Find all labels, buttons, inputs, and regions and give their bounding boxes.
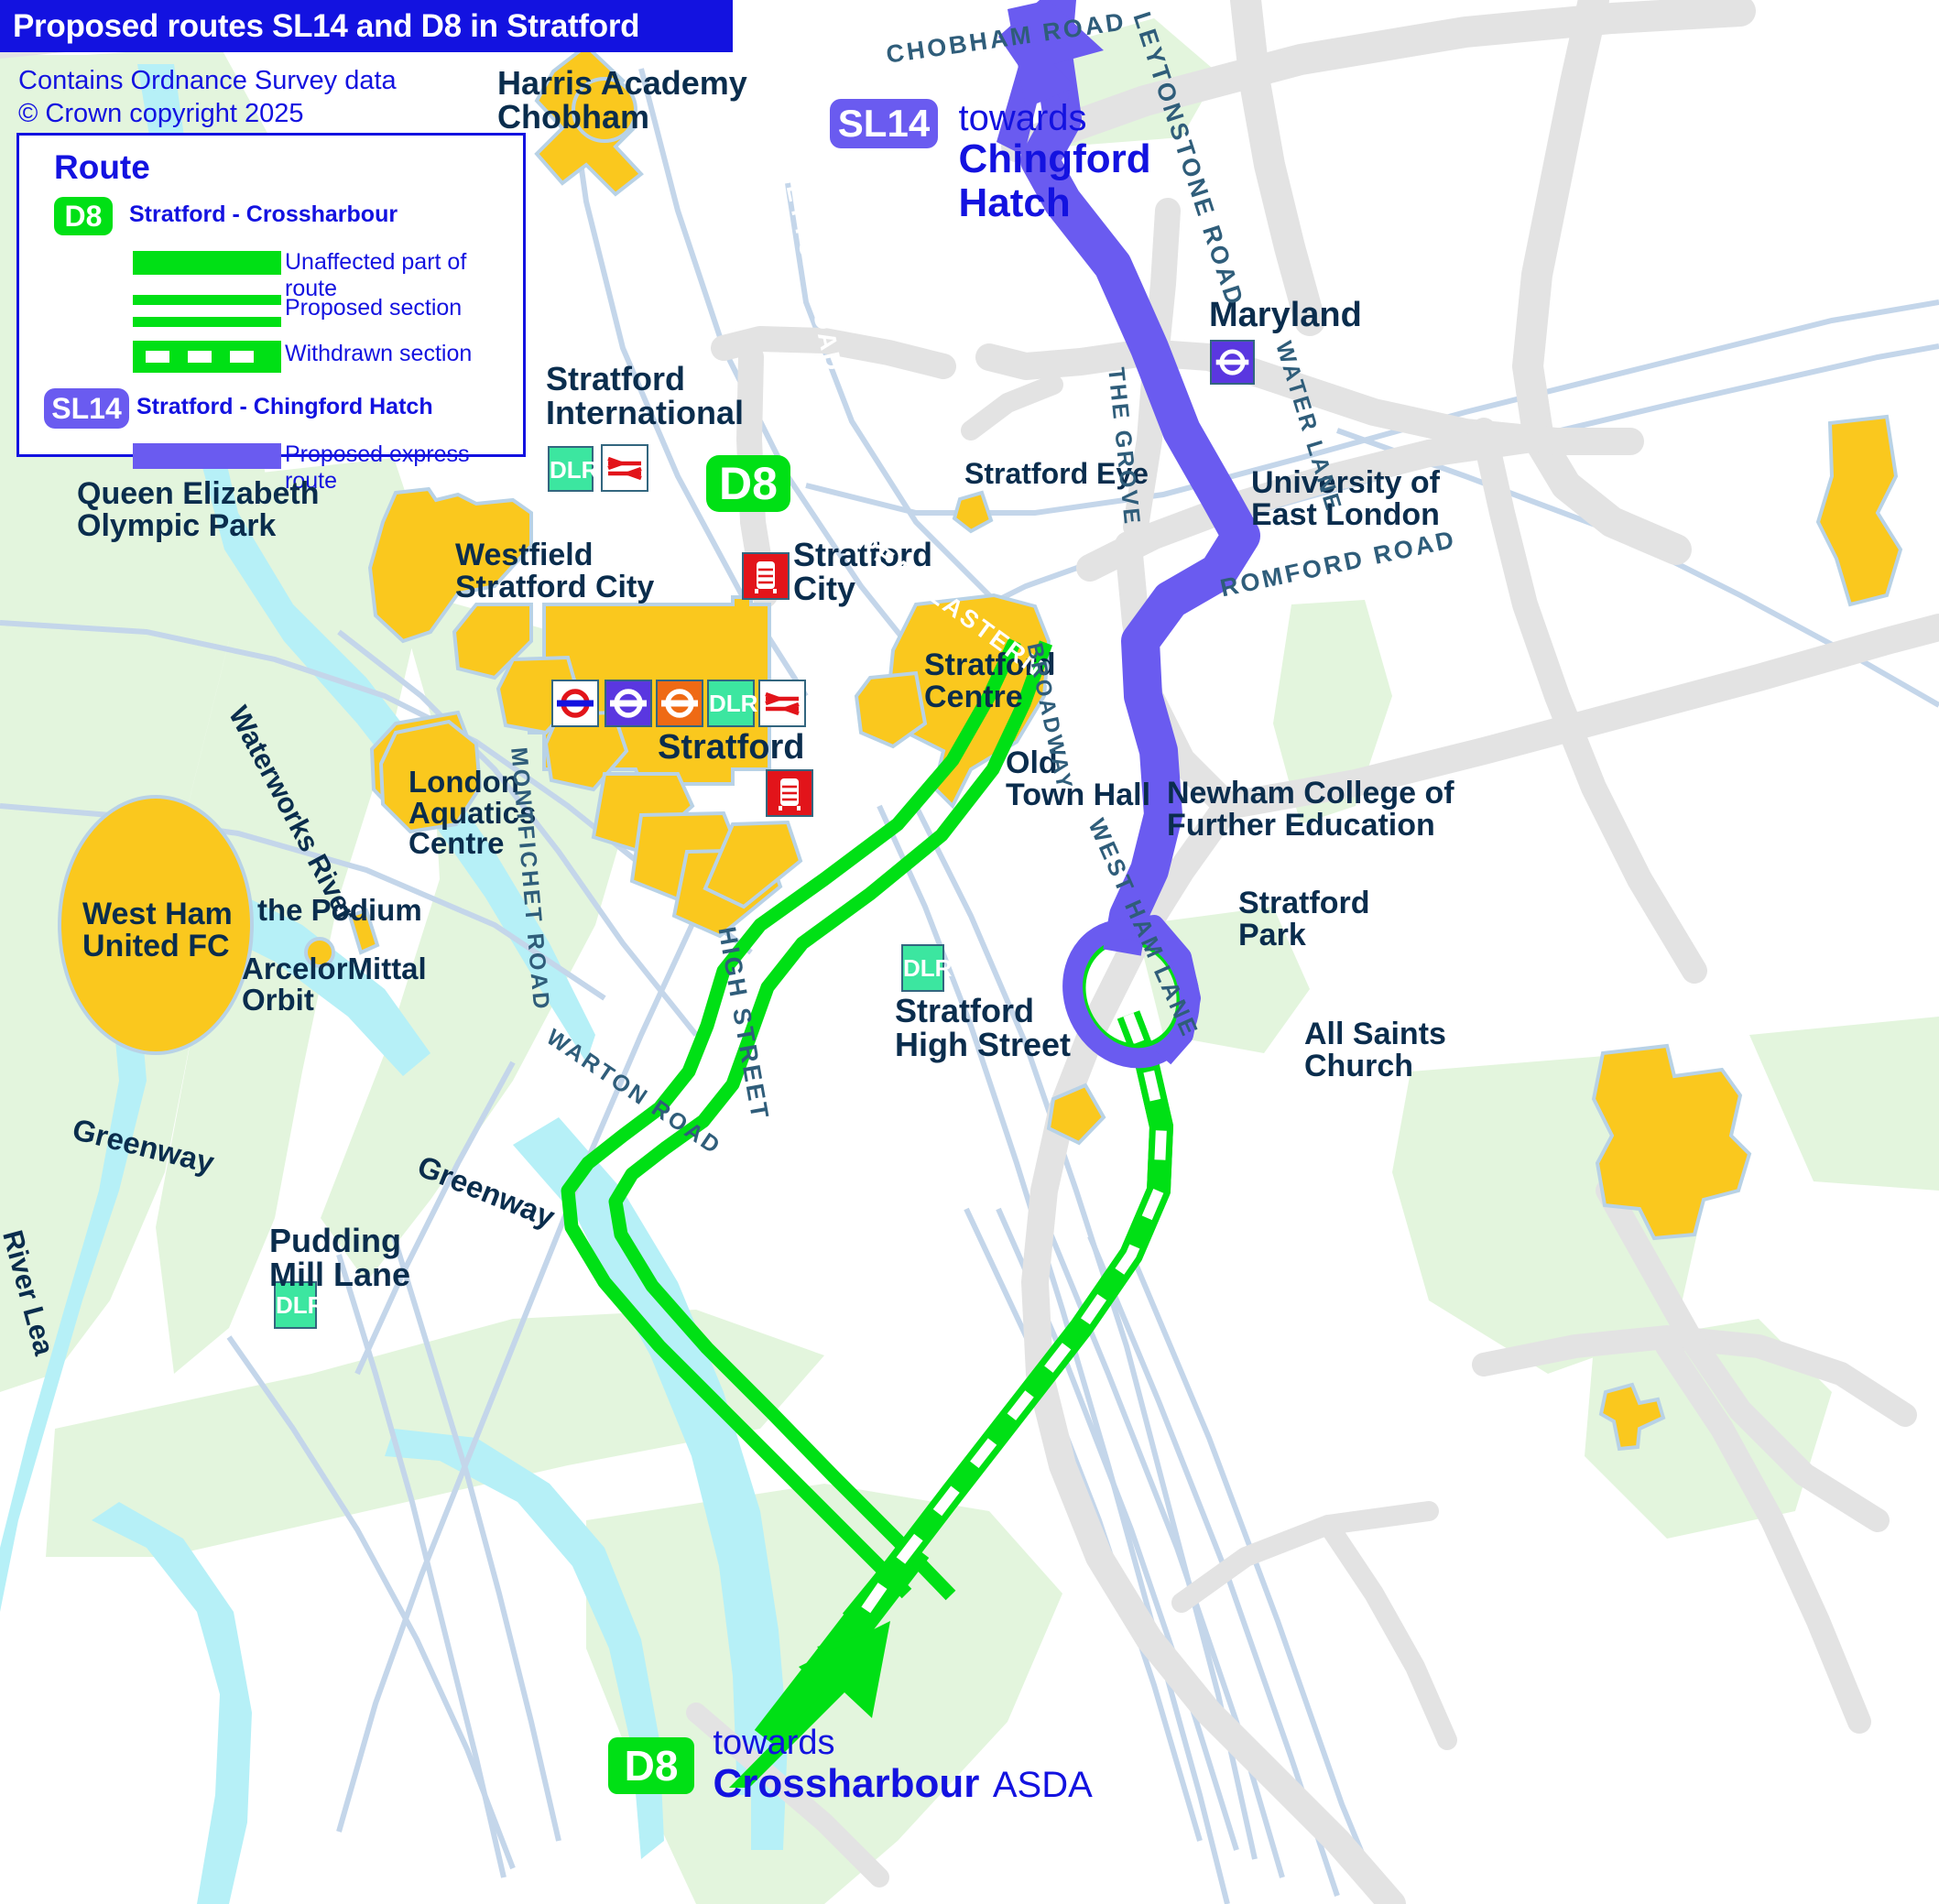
dlr-icon: DLR [548,446,598,492]
d8-towards-label: towards [713,1724,835,1762]
elizabeth-line-roundel-icon [605,680,652,727]
legend-swatch-proposed [133,295,281,327]
legend-key-withdrawn: Withdrawn section [285,341,473,366]
legend-swatch-unaffected [133,251,281,275]
route-sl14 [1020,52,1260,1069]
page-title: Proposed routes SL14 and D8 in Stratford [13,7,640,44]
d8-route-badge: D8 [608,1736,694,1794]
legend-key-express: Proposed express route [285,441,470,494]
place-label: Stratford City [793,536,932,607]
sl14-destination-label: Chingford Hatch [958,136,1151,225]
place-label: Newham College of Further Education [1167,776,1454,843]
national-rail-icon [758,680,806,727]
copyright-line-1: Contains Ordnance Survey data [18,66,397,95]
legend-route-name-sl14: Stratford - Chingford Hatch [136,394,433,419]
place-label: ArcelorMittal Orbit [242,952,427,1017]
tfl-roundel-icon [1210,340,1255,385]
dlr-icon: DLR [901,944,952,992]
dlr-icon: DLR [707,680,757,727]
copyright-line-2: © Crown copyright 2025 [18,99,304,129]
d8-destination-label: Crossharbour [713,1760,980,1806]
place-label: West Ham United FC [82,897,233,963]
legend-key-proposed: Proposed section [285,295,463,321]
legend-badge-d8: D8 [54,197,113,235]
place-label: Queen Elizabeth Olympic Park [77,476,320,543]
route-legend: Route D8 Stratford - Crossharbour Unaffe… [16,133,526,494]
legend-badge-sl14: SL14 [44,388,129,429]
place-label: Westfield Stratford City [455,538,655,604]
national-rail-icon [601,444,648,492]
place-label: Stratford Centre [924,647,1056,714]
overground-roundel-icon [656,680,703,727]
place-label: Stratford High Street [895,992,1072,1063]
place-label: Stratford International [546,360,745,431]
sl14-route-badge: SL14 [830,99,938,148]
place-label: Pudding Mill Lane [269,1222,411,1293]
underground-roundel-icon [551,680,599,727]
legend-swatch-withdrawn [133,341,281,373]
legend-key-unaffected: Unaffected part of route [285,249,467,301]
place-label: University of East London [1251,465,1440,532]
sl14-destination-callout: SL14 towards Chingford Hatch [830,99,1151,224]
d8-destination-suffix: ASDA [992,1764,1093,1805]
place-label: the Podium [257,893,422,927]
bus-station-icon [766,769,813,817]
d8-route-badge-map: D8 [706,455,790,512]
place-label: Stratford [658,728,805,767]
place-label: London Aquatics Centre [408,765,537,861]
map-title-bar: Proposed routes SL14 and D8 in Stratford [0,0,733,52]
place-label: Old Town Hall [1006,745,1151,812]
place-label: Harris Academy Chobham [497,64,747,136]
route-d8-proposed [561,637,1053,1601]
dlr-icon: DLR [274,1281,324,1329]
place-label: Stratford Eye [964,457,1149,490]
copyright-notice: Contains Ordnance Survey data © Crown co… [18,64,397,131]
legend-route-name-d8: Stratford - Crossharbour [129,201,398,227]
route-d8-withdrawn [842,1010,1174,1637]
sl14-towards-label: towards [958,98,1087,138]
legend-heading: Route [54,148,150,186]
buildings [58,43,1903,1452]
bus-station-icon [742,552,790,600]
d8-destination-callout: D8 towards Crossharbour ASDA [608,1724,1093,1806]
place-label: Stratford Park [1238,886,1370,952]
legend-swatch-express [133,443,281,469]
place-label: Maryland [1209,296,1362,334]
place-label: All Saints Church [1304,1017,1446,1083]
